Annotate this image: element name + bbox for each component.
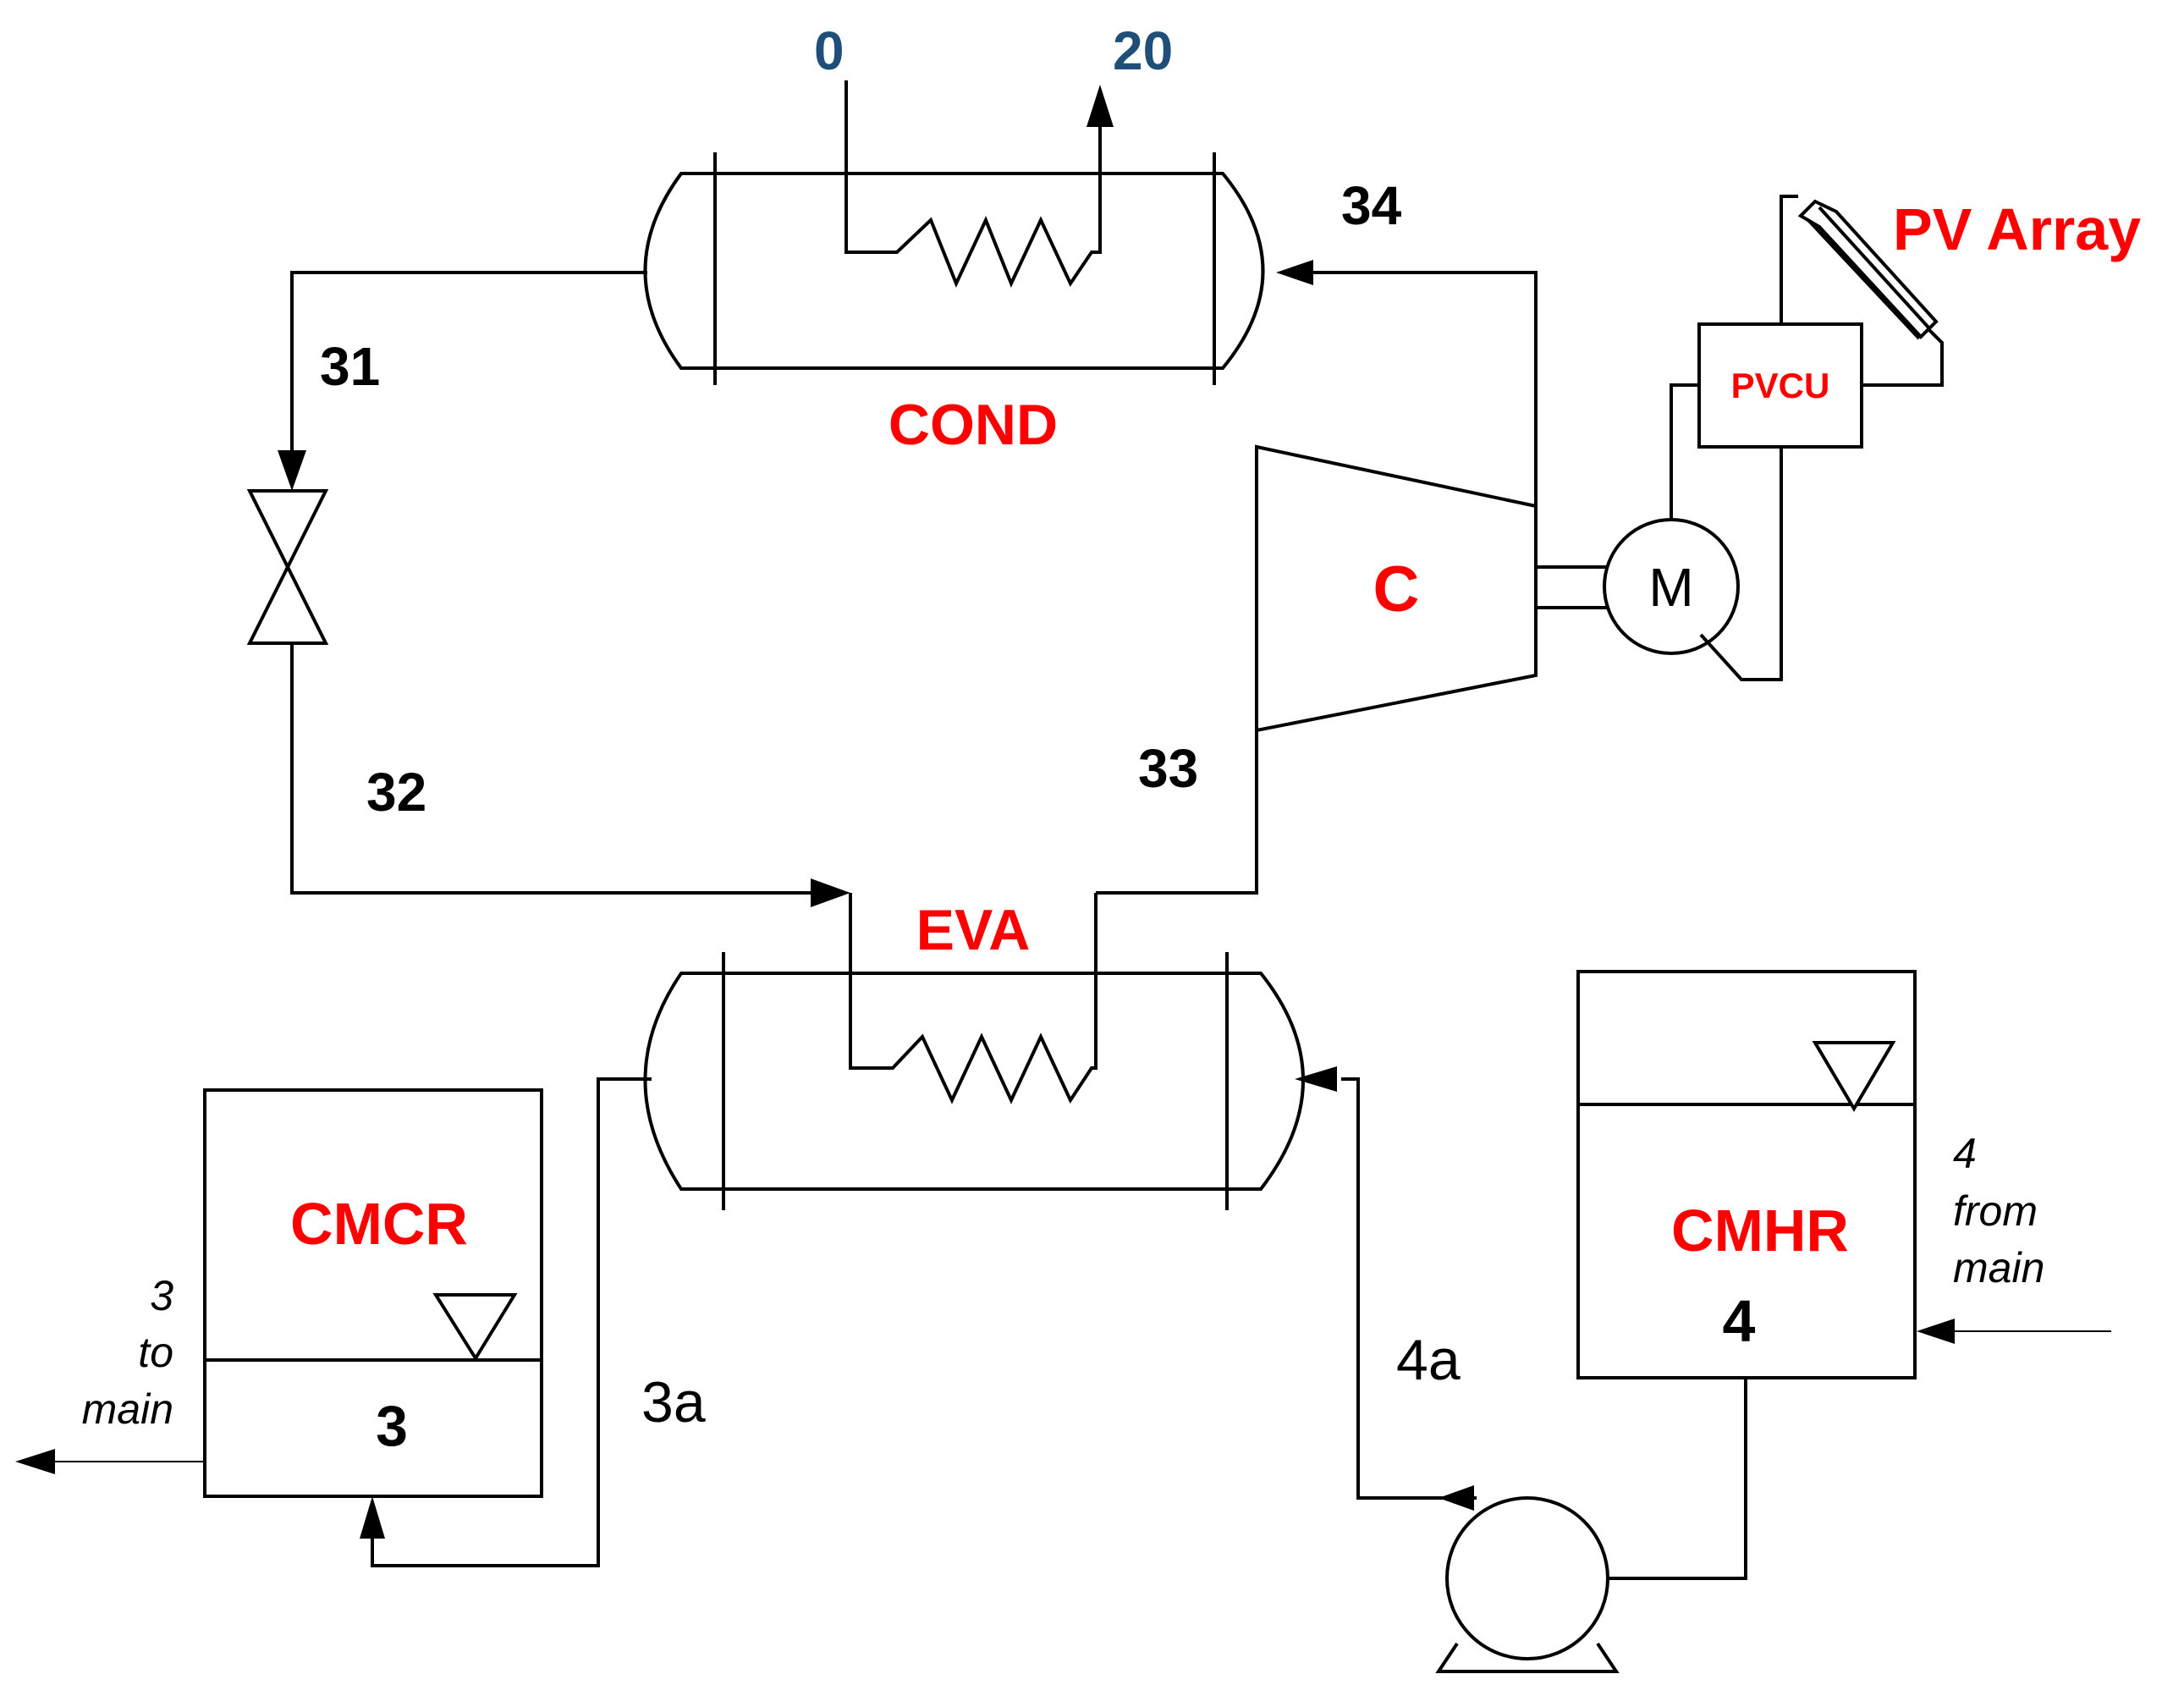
evaporator-coil (849, 893, 1098, 1104)
label-compressor: C (1373, 553, 1420, 625)
label-pvcu: PVCU (1731, 366, 1830, 405)
hot-in-arrow (1917, 1319, 1955, 1344)
condenser-coil (844, 80, 1102, 289)
pvcu-box (1697, 322, 1863, 449)
label-3a: 3a (641, 1370, 706, 1434)
label-4: 4 (1723, 1288, 1756, 1354)
hot-in-note: 4 from main (1953, 1130, 2044, 1291)
line-4a (1341, 1077, 1477, 1500)
cold-out-note: 3 to main (82, 1272, 174, 1433)
arrow-4a (1295, 1066, 1337, 1092)
svg-text:main: main (1953, 1244, 2044, 1291)
label-eva: EVA (916, 898, 1031, 962)
water-outlet-arrow (1086, 85, 1114, 127)
label-32: 32 (366, 762, 426, 823)
label-31: 31 (320, 336, 380, 397)
svg-text:from: from (1953, 1187, 2038, 1235)
arrow-31 (278, 450, 306, 491)
label-4a: 4a (1396, 1328, 1461, 1392)
label-cmhr: CMHR (1671, 1198, 1849, 1264)
condenser-vessel (643, 80, 1265, 385)
svg-text:3: 3 (150, 1272, 173, 1319)
line-31 (290, 271, 647, 461)
cmhr-tank (1576, 970, 1917, 1379)
label-water-out: 20 (1113, 20, 1173, 81)
label-cond: COND (888, 393, 1058, 457)
label-cmcr: CMCR (290, 1191, 468, 1257)
evaporator-vessel (643, 893, 1305, 1210)
expansion-valve (246, 489, 329, 645)
motor-shaft (1536, 565, 1608, 609)
svg-text:main: main (82, 1385, 173, 1433)
motor-wire-top (1670, 383, 1701, 520)
svg-text:4: 4 (1953, 1130, 1977, 1177)
arrow-34 (1276, 260, 1313, 285)
label-34: 34 (1341, 175, 1402, 236)
pv-wire-left (1780, 195, 1798, 324)
cmhr-level-marker (1812, 1041, 1896, 1112)
label-pv-array: PV Array (1893, 196, 2141, 262)
pv-panel (1797, 199, 1939, 340)
line-34 (1307, 271, 1538, 506)
cmcr-tank (203, 1088, 543, 1498)
arrow-3a (360, 1496, 385, 1539)
label-33: 33 (1138, 738, 1198, 799)
line-4-to-pump (1561, 1378, 1747, 1580)
circulation-pump (1435, 1496, 1620, 1673)
label-water-in: 0 (814, 20, 844, 81)
label-motor: M (1648, 557, 1693, 618)
compressor (1255, 444, 1538, 733)
line-32 (290, 643, 817, 895)
pump-outlet-arrow (1439, 1485, 1474, 1511)
cold-out-arrow (15, 1449, 55, 1474)
motor-wire-bottom (1699, 447, 1783, 681)
svg-text:to: to (138, 1329, 173, 1376)
label-3: 3 (376, 1394, 408, 1458)
cmcr-level-marker (432, 1293, 518, 1362)
arrow-32 (811, 878, 850, 907)
pv-wire-right (1862, 324, 1944, 387)
line-3a (371, 1077, 652, 1567)
line-33 (1096, 728, 1258, 895)
